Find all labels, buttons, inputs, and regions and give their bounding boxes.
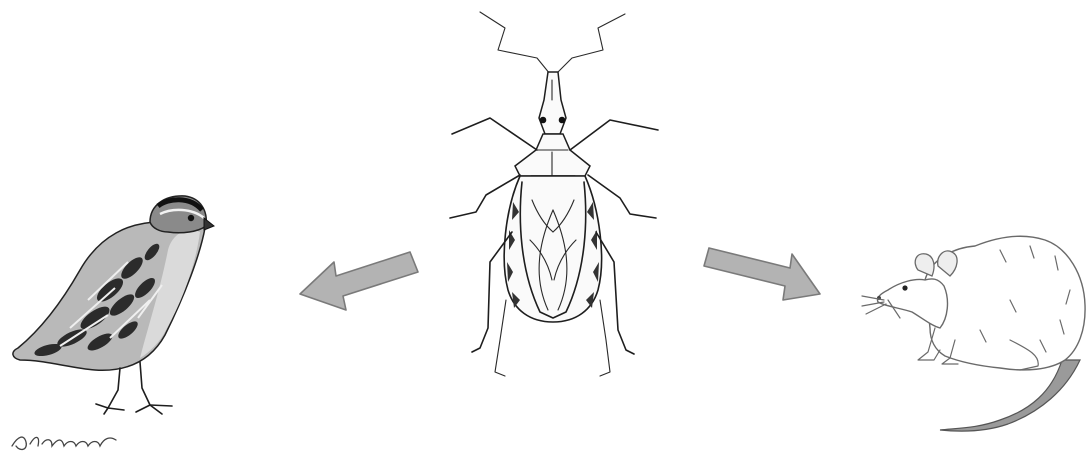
arrow-left-icon [300,252,418,310]
triatomine-bug-drawing [450,12,658,376]
quail-bird-drawing [13,196,214,414]
rat-drawing [862,236,1085,431]
artist-signature [12,437,116,449]
arrow-right-icon [704,248,820,300]
